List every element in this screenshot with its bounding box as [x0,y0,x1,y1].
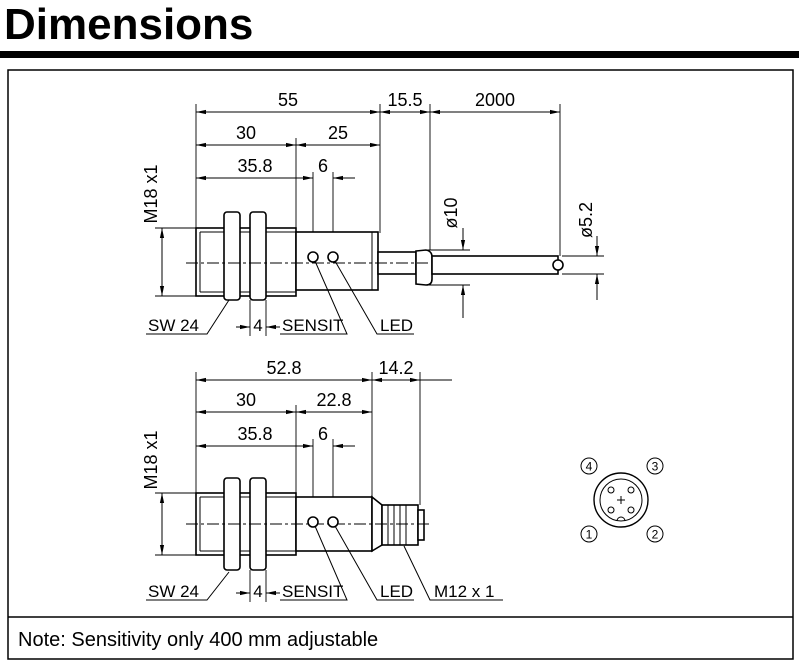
dim-thread: M18 x1 [141,164,161,223]
label-led: LED [380,316,413,335]
pin-3-label: 3 [652,460,659,474]
dim-body-length: 22.8 [316,390,351,410]
cable-end [552,259,564,271]
label-led: LED [380,582,413,601]
dim-led-spacing: 6 [318,424,328,444]
label-nut-width: 4 [253,316,262,335]
label-sensit: SENSIT [282,316,343,335]
dim-led-position: 35.8 [237,156,272,176]
pin-4-contact [607,486,615,494]
pin-4-label: 4 [586,460,593,474]
pin-2-label: 2 [652,528,659,542]
sensit-hole [307,251,319,263]
pin-1-label: 1 [586,528,593,542]
sensit-hole [307,516,319,528]
connector-pinout: 4 3 1 2 [580,457,664,543]
connector-end [417,509,425,541]
dim-cable-length: 2000 [475,90,515,110]
nut-2 [249,211,267,301]
connector-version-drawing: 52.8 14.2 30 22.8 35.8 6 M18 x1 [141,358,503,602]
pinout-inner-ring [599,478,643,522]
cable-callouts [146,260,414,336]
page-title: Dimensions [4,0,253,49]
dim-led-spacing: 6 [318,156,328,176]
label-connector-thread: M12 x 1 [434,582,494,601]
dim-cable-diameter: ø5.2 [576,202,596,238]
drawing-frame [7,69,794,660]
pin-4-label-circle [580,457,598,475]
pin-1-contact [607,506,615,514]
dim-thread-length: 30 [236,390,256,410]
dim-thread: M18 x1 [141,430,161,489]
thread-section [195,227,297,297]
dim-thread-length: 30 [236,123,256,143]
dim-body-length: 25 [328,123,348,143]
label-wrench-size: SW 24 [148,316,199,335]
pin-3-contact [627,486,635,494]
led-hole [327,516,339,528]
connector-callouts [146,525,503,602]
title-bar [0,51,799,58]
cable-dimension-lines [159,109,600,318]
dim-total-length: 55 [278,90,298,110]
label-nut-width: 4 [253,582,262,601]
dim-total-length: 52.8 [266,358,301,378]
dim-led-position: 35.8 [237,424,272,444]
cable [431,255,559,275]
coding-notch [616,516,626,522]
label-wrench-size: SW 24 [148,582,199,601]
cable-version-drawing: 55 15.5 2000 30 25 35.8 6 M18 x1 ø10 ø5.… [141,90,604,336]
label-sensit: SENSIT [282,582,343,601]
led-hole [327,251,339,263]
center-mark [617,496,625,504]
cable-sensor-body [186,211,564,301]
pin-2-label-circle [646,525,664,543]
nut-1 [223,211,241,301]
note-text: Note: Sensitivity only 400 mm adjustable [18,629,378,651]
pin-2-contact [627,506,635,514]
dim-gland-length: 15.5 [387,90,422,110]
connector-sensor-body [186,477,430,571]
pin-1-label-circle [580,525,598,543]
connector-dimension-lines [159,377,452,555]
dim-gland-diameter: ø10 [441,197,461,228]
dim-connector-length: 14.2 [378,358,413,378]
cable-gland [415,249,433,286]
pin-3-label-circle [646,457,664,475]
